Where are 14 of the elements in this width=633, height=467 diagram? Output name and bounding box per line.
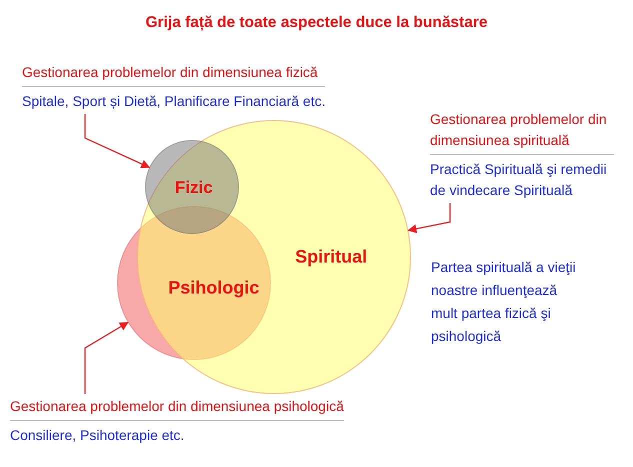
callout-text: Practică Spirituală şi remedii de vindecare Spirituală [430, 160, 608, 200]
callout-heading: Gestionarea problemelor din dimensiunea fizică [22, 63, 318, 82]
leader-arrow [408, 203, 451, 234]
leader-arrow [84, 322, 129, 394]
title: Grija față de toate aspectele duce la bunăstare [146, 13, 488, 33]
callout-heading: Gestionarea problemelor din dimensiunea spirituală [430, 110, 608, 150]
callout-heading: Gestionarea problemelor din dimensiunea psihologică [10, 397, 344, 416]
circle-label: Psihologic [168, 277, 260, 298]
leader-arrow [84, 114, 150, 168]
note-text: Partea spirituală a vieţii noastre influenţează mult partea fizică şi psihologică [431, 258, 577, 346]
callout-text: Spitale, Sport și Dietă, Planificare Financiară etc. [22, 92, 326, 111]
callout-text: Consiliere, Psihoterapie etc. [10, 426, 184, 445]
circle-label: Spiritual [295, 246, 368, 268]
circle-label: Fizic [174, 178, 213, 198]
